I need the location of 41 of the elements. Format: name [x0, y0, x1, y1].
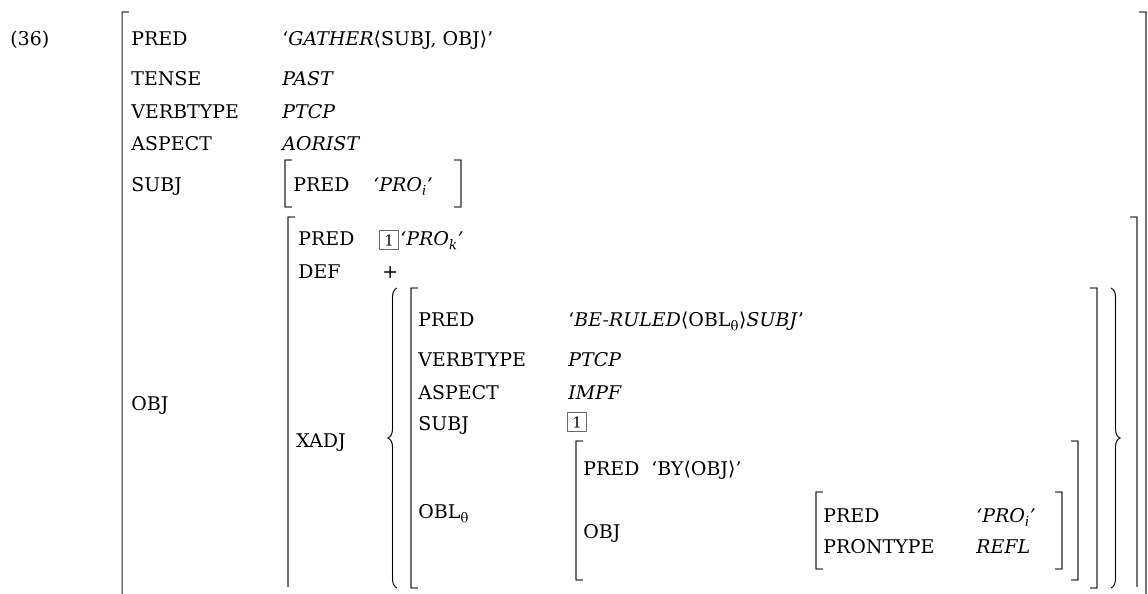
attribute-name: PRED — [132, 31, 187, 45]
attribute-name: SUBJ — [419, 415, 468, 434]
attribute-value: PTCP — [567, 351, 621, 367]
feature-matrix — [287, 216, 1138, 588]
example-number: (36) — [11, 30, 48, 48]
attribute-name: PRED — [299, 231, 354, 245]
feature-matrix — [284, 159, 462, 208]
attribute-value: ‘PRO$_{k}$’ — [401, 230, 463, 250]
attribute-name: PRED — [584, 461, 639, 475]
attribute-value: ‘BY⟨OBJ⟩’ — [653, 460, 740, 479]
attribute-name: ASPECT — [418, 384, 499, 400]
attribute-value: REFL — [975, 539, 1030, 553]
index-box: 1 — [567, 412, 587, 432]
attribute-name: OBL$_{θ}$ — [419, 503, 468, 523]
attribute-value: ‘PRO$_{i}$’ — [977, 507, 1035, 526]
attribute-name: OBJ — [584, 523, 620, 542]
attribute-name: PRED — [824, 508, 879, 522]
attribute-value: + — [384, 266, 397, 278]
attribute-value: PAST — [281, 70, 334, 86]
attribute-name: TENSE — [131, 70, 200, 86]
attribute-value: AORIST — [280, 135, 361, 151]
attribute-name: PRED — [419, 312, 474, 326]
feature-matrix — [575, 440, 1079, 581]
attribute-name: XADJ — [296, 433, 345, 451]
attribute-name: PRONTYPE — [824, 538, 933, 554]
attribute-name: SUBJ — [132, 176, 181, 195]
attribute-name: VERBTYPE — [131, 104, 238, 118]
attribute-name: VERBTYPE — [418, 352, 525, 366]
feature-matrix — [121, 11, 1147, 594]
attribute-value: ‘GATHER⟨SUBJ, OBJ⟩’ — [284, 30, 492, 49]
index-box: 1 — [379, 230, 399, 250]
attribute-name: DEF — [299, 264, 340, 278]
attribute-value: ‘BE-RULED⟨OBL$_{θ}$⟩SUBJ’ — [570, 311, 803, 331]
attribute-name: ASPECT — [131, 135, 212, 151]
attribute-name: OBJ — [132, 395, 168, 414]
feature-matrix — [410, 287, 1098, 589]
feature-matrix — [815, 491, 1063, 570]
attribute-value: PTCP — [281, 103, 335, 119]
attribute-name: PRED — [294, 177, 349, 191]
attribute-value: IMPF — [567, 385, 622, 399]
attribute-value: ‘PRO$_{i}$’ — [374, 176, 432, 195]
